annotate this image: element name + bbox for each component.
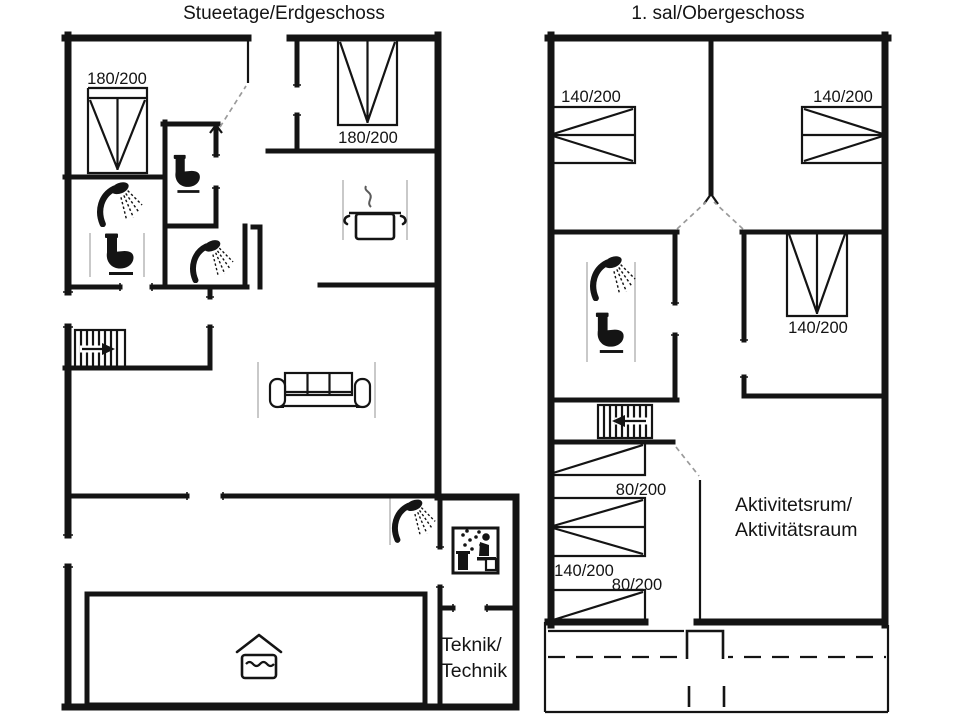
bed-icon-ground-ne: 180/200 bbox=[336, 36, 399, 147]
bed-size-label: 140/200 bbox=[554, 562, 614, 580]
bed-size-label: 80/200 bbox=[616, 481, 666, 499]
bed-icon-attic-single-upper: 80/200 bbox=[551, 441, 666, 499]
bed-icon-upper-nw: 140/200 bbox=[551, 88, 637, 165]
shower-icon bbox=[395, 497, 435, 539]
door-jambs bbox=[671, 302, 748, 378]
door-hinge-tick bbox=[209, 123, 223, 134]
bed-size-label: 140/200 bbox=[788, 319, 848, 337]
room-label-activity: Aktivitetsrum/ Aktivitätsraum bbox=[735, 494, 857, 541]
stairs-down-icon bbox=[596, 403, 654, 440]
room-label-line: Aktivitätsraum bbox=[735, 519, 857, 541]
room-label-teknik: Teknik/ Technik bbox=[441, 634, 507, 682]
upper-floor-plan: 1. sal/Obergeschoss 140/200 140/200 140/ bbox=[543, 3, 892, 714]
toilet-icon bbox=[173, 154, 200, 193]
room-label-line: Teknik/ bbox=[441, 634, 502, 656]
bed-size-label: 140/200 bbox=[813, 88, 873, 106]
shower-icon bbox=[100, 180, 142, 224]
swimming-pool-icon bbox=[235, 633, 283, 680]
attic-boundary bbox=[543, 622, 890, 714]
floor-title-ground: Stueetage/Erdgeschoss bbox=[183, 3, 385, 24]
shower-icon bbox=[593, 254, 635, 298]
entrance-door-swing-icon bbox=[219, 85, 247, 128]
toilet-icon bbox=[595, 312, 624, 353]
interior-walls bbox=[62, 35, 519, 708]
bed-icon-upper-east: 140/200 bbox=[785, 232, 849, 337]
door-swing-icon bbox=[675, 201, 744, 477]
bed-icon-attic-double: 140/200 bbox=[551, 496, 647, 580]
interior-walls bbox=[548, 35, 888, 445]
bed-icon-ground-nw: 180/200 bbox=[86, 70, 149, 175]
pool-outline bbox=[84, 591, 428, 708]
toilet-icon bbox=[105, 233, 134, 275]
bed-icon-upper-ne: 140/200 bbox=[800, 88, 885, 165]
room-label-line: Technik bbox=[441, 660, 507, 682]
sauna-icon bbox=[451, 526, 500, 575]
chimney-icon bbox=[685, 629, 725, 659]
bed-size-label: 180/200 bbox=[338, 129, 398, 147]
bed-size-label: 80/200 bbox=[612, 576, 662, 594]
door-jambs bbox=[63, 84, 488, 612]
fixture-guide-lines bbox=[89, 180, 408, 545]
stairs-up-icon bbox=[73, 328, 127, 369]
chimney-mask bbox=[684, 628, 728, 659]
bed-size-label: 180/200 bbox=[87, 70, 147, 88]
bed-icon-attic-single-lower: 80/200 bbox=[551, 576, 662, 624]
bed-size-label: 140/200 bbox=[561, 88, 621, 106]
stove-pot-icon bbox=[343, 185, 407, 241]
ground-floor-plan: Stueetage/Erdgeschoss 180/200 180/200 bbox=[61, 3, 520, 711]
shower-icon bbox=[193, 238, 233, 280]
chimney-ticks bbox=[687, 686, 726, 707]
floor-title-upper: 1. sal/Obergeschoss bbox=[631, 3, 804, 24]
exterior-walls bbox=[544, 31, 892, 629]
sofa-icon bbox=[268, 371, 372, 409]
room-label-line: Aktivitetsrum/ bbox=[735, 494, 853, 516]
door-hinge-tick bbox=[703, 192, 719, 205]
